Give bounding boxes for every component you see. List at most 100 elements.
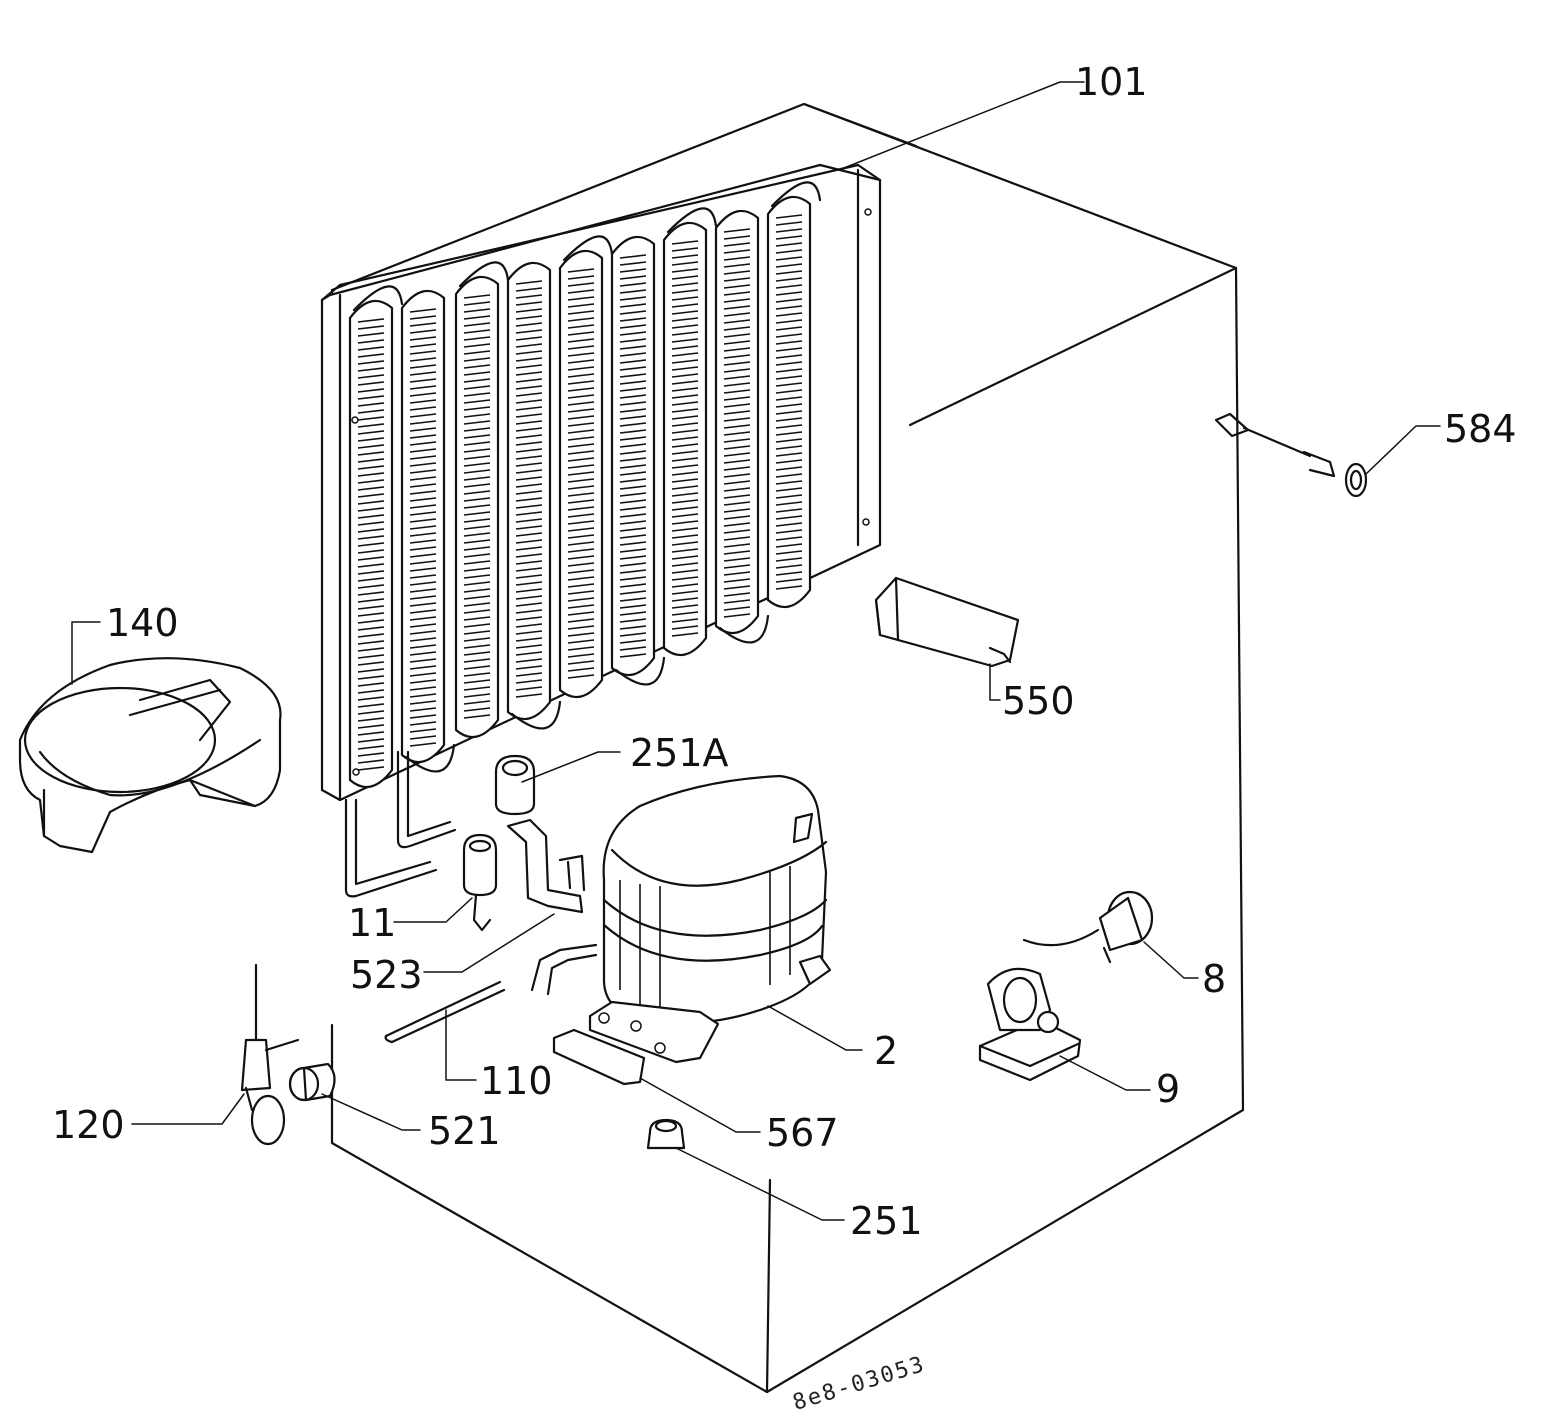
fin-hatch [775, 235, 803, 240]
fin-hatch [515, 455, 543, 460]
fin-hatch [515, 504, 543, 509]
fin-hatch [515, 616, 543, 621]
fin-hatch [775, 396, 803, 401]
fin-hatch [567, 275, 595, 280]
fin-hatch [409, 413, 437, 418]
fin-hatch [567, 303, 595, 308]
fin-hatch [567, 380, 595, 385]
fin-hatch [723, 613, 751, 618]
fin-hatch [409, 700, 437, 705]
fin-hatch [723, 515, 751, 520]
fin-hatch [775, 473, 803, 478]
fin-hatch [775, 249, 803, 254]
fin-hatch [775, 256, 803, 261]
fin-hatch [357, 521, 385, 526]
fin-hatch [515, 385, 543, 390]
fin-hatch [723, 417, 751, 422]
callout-120: 120 [52, 1103, 125, 1147]
fin-hatch [515, 665, 543, 670]
part-523-bracket [506, 818, 586, 914]
fin-hatch [357, 318, 385, 323]
fin-hatch [463, 364, 491, 369]
fin-hatch [567, 506, 595, 511]
fin-hatch [775, 543, 803, 548]
fin-hatch [515, 595, 543, 600]
part-120-capillary [240, 963, 300, 1146]
condenser-tube-bend [562, 235, 614, 262]
fin-hatch [357, 591, 385, 596]
fin-hatch [357, 654, 385, 659]
fin-hatch [775, 382, 803, 387]
fin-hatch [463, 420, 491, 425]
fin-hatch [619, 541, 647, 546]
fin-hatch [409, 462, 437, 467]
fin-hatch [409, 595, 437, 600]
callout-8: 8 [1202, 957, 1227, 1001]
fin-hatch [409, 378, 437, 383]
fin-hatch [515, 343, 543, 348]
fin-hatch [409, 686, 437, 691]
fin-hatch [671, 492, 699, 497]
fin-hatch [567, 485, 595, 490]
fin-hatch [357, 626, 385, 631]
fin-hatch [567, 513, 595, 518]
fin-hatch [567, 499, 595, 504]
fin-hatch [409, 602, 437, 607]
fin-hatch [463, 679, 491, 684]
fin-hatch [409, 329, 437, 334]
fin-hatch [723, 375, 751, 380]
fin-hatch [567, 394, 595, 399]
fin-hatch [619, 436, 647, 441]
fin-hatch [671, 569, 699, 574]
fin-hatch [357, 367, 385, 372]
fin-hatch [463, 672, 491, 677]
condenser-tube-bend [352, 285, 404, 312]
fin-hatch [515, 448, 543, 453]
fin-hatch [567, 415, 595, 420]
fin-hatch [463, 511, 491, 516]
fin-hatch [409, 476, 437, 481]
fin-hatch [409, 336, 437, 341]
fin-hatch [463, 714, 491, 719]
fin-hatch [775, 333, 803, 338]
fin-hatch [775, 284, 803, 289]
fin-hatch [357, 584, 385, 589]
fin-hatch [671, 499, 699, 504]
fin-hatch [567, 555, 595, 560]
drip-tray [18, 657, 282, 854]
fin-hatch [775, 529, 803, 534]
fin-hatch [619, 422, 647, 427]
fin-hatch [567, 618, 595, 623]
fin-hatch [671, 394, 699, 399]
fin-hatch [723, 431, 751, 436]
callout-101: 101 [1075, 60, 1148, 104]
fin-hatch [619, 555, 647, 560]
fin-hatch [463, 294, 491, 299]
fin-hatch [567, 674, 595, 679]
fin-hatch [357, 675, 385, 680]
fin-hatch [463, 483, 491, 488]
fin-hatch [409, 581, 437, 586]
callout-9: 9 [1156, 1067, 1181, 1111]
fin-hatch [515, 553, 543, 558]
fin-hatch [463, 553, 491, 558]
fin-hatch [357, 472, 385, 477]
fin-hatch [775, 508, 803, 513]
fin-hatch [515, 651, 543, 656]
fin-hatch [619, 527, 647, 532]
fin-hatch [619, 618, 647, 623]
condenser-tube-bend [718, 614, 770, 644]
fin-hatch [357, 500, 385, 505]
fin-hatch [515, 294, 543, 299]
fin-hatch [671, 555, 699, 560]
fin-hatch [409, 553, 437, 558]
fin-hatch [409, 644, 437, 649]
fin-hatch [409, 420, 437, 425]
condenser-tube-bend [770, 181, 822, 208]
fin-hatch [775, 585, 803, 590]
fin-hatch [409, 609, 437, 614]
fin-hatch [409, 728, 437, 733]
fin-hatch [357, 731, 385, 736]
fin-hatch [671, 422, 699, 427]
fin-hatch [567, 527, 595, 532]
